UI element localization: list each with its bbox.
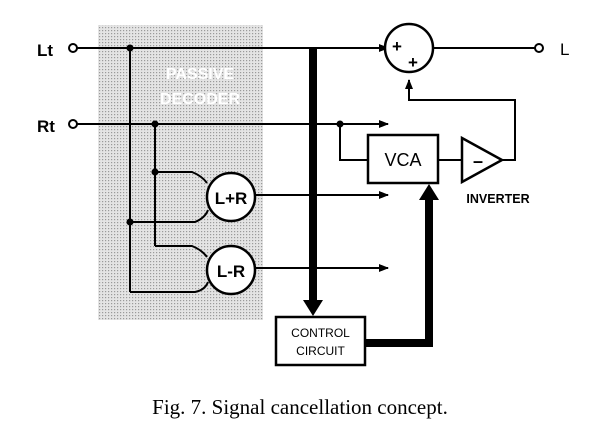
vca-block	[366, 133, 440, 185]
vca-label: VCA	[384, 150, 421, 170]
wiring	[77, 44, 535, 293]
inverter-sign: –	[473, 151, 483, 171]
lt-input-label: Lt	[37, 41, 53, 60]
sum-block	[205, 171, 257, 223]
lt-input-terminal	[68, 43, 78, 53]
summing-junction	[383, 22, 435, 74]
difference-block-label: L-R	[217, 262, 245, 281]
l-output-label: L	[560, 40, 569, 59]
passive-decoder-label-1: PASSIVE	[166, 66, 235, 83]
difference-block	[205, 244, 257, 296]
control-circuit-label-2: CIRCUIT	[296, 344, 345, 358]
sum-block-label: L+R	[215, 189, 248, 208]
rt-input-label: Rt	[37, 117, 55, 136]
summer-plus-left: +	[392, 37, 402, 56]
control-circuit-label-1: CONTROL	[291, 326, 350, 340]
l-output-terminal	[534, 43, 544, 53]
inverter-label: INVERTER	[466, 192, 529, 206]
figure-caption: Fig. 7. Signal cancellation concept.	[152, 395, 448, 419]
control-circuit-block	[274, 315, 367, 367]
junction-dots	[126, 44, 344, 226]
rt-input-terminal	[68, 119, 78, 129]
inverter-block	[460, 135, 505, 185]
summer-plus-bottom: +	[408, 53, 418, 72]
control-paths	[303, 48, 439, 347]
passive-decoder-label-2: DECODER	[160, 91, 240, 108]
